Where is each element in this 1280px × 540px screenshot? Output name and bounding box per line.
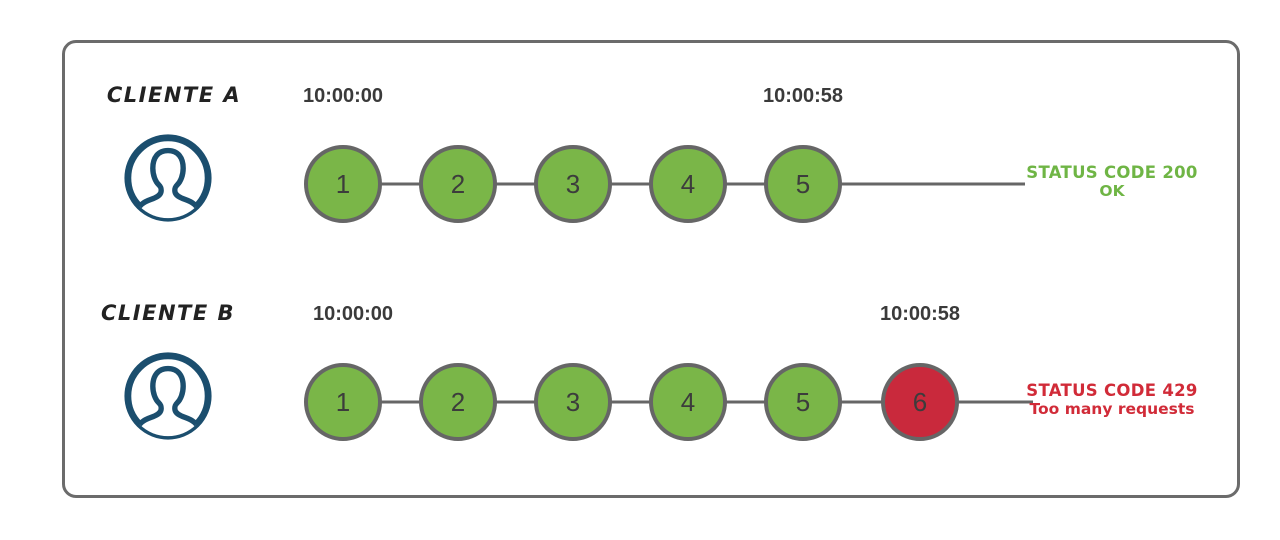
step-number: 3 xyxy=(565,386,581,417)
row-a-request-step-3: 3 xyxy=(534,145,612,223)
row-a-start-timestamp: 10:00:00 xyxy=(302,85,384,107)
step-number: 5 xyxy=(795,386,811,417)
row-b-request-step-3: 3 xyxy=(534,363,612,441)
row-a-status-text: STATUS CODE 200 OK xyxy=(1026,163,1197,201)
row-b-status-text: STATUS CODE 429 Too many requests xyxy=(1026,381,1197,419)
step-number: 6 xyxy=(912,386,928,417)
row-a-request-step-4: 4 xyxy=(649,145,727,223)
row-a-request-step-1: 1 xyxy=(304,145,382,223)
user-avatar-icon xyxy=(124,134,212,222)
row-b-request-step-1: 1 xyxy=(304,363,382,441)
row-b-request-step-5: 5 xyxy=(764,363,842,441)
step-number: 2 xyxy=(450,168,466,199)
status-code-line: STATUS CODE 200 xyxy=(1026,163,1198,183)
step-number: 1 xyxy=(335,168,351,199)
row-b-start-timestamp: 10:00:00 xyxy=(312,303,394,325)
step-number: 3 xyxy=(565,168,581,199)
row-b-request-step-2: 2 xyxy=(419,363,497,441)
user-avatar-icon xyxy=(124,352,212,440)
step-number: 2 xyxy=(450,386,466,417)
row-b-request-step-4: 4 xyxy=(649,363,727,441)
step-number: 4 xyxy=(680,168,696,199)
row-b-request-step-6-blocked: 6 xyxy=(881,363,959,441)
step-number: 4 xyxy=(680,386,696,417)
row-a-end-timestamp: 10:00:58 xyxy=(762,85,844,107)
diagram-frame: CLIENTE A 10:00:00 10:00:58 1 2 3 4 5 ST… xyxy=(62,40,1240,498)
status-message-line: OK xyxy=(1099,182,1125,201)
row-b-end-timestamp: 10:00:58 xyxy=(879,303,961,325)
client-b-label: CLIENTE B xyxy=(100,301,236,325)
row-a-request-step-2: 2 xyxy=(419,145,497,223)
status-message-line: Too many requests xyxy=(1029,400,1195,419)
step-number: 5 xyxy=(795,168,811,199)
client-a-label: CLIENTE A xyxy=(106,83,242,107)
step-number: 1 xyxy=(335,386,351,417)
status-code-line: STATUS CODE 429 xyxy=(1026,381,1198,401)
row-a-request-step-5: 5 xyxy=(764,145,842,223)
